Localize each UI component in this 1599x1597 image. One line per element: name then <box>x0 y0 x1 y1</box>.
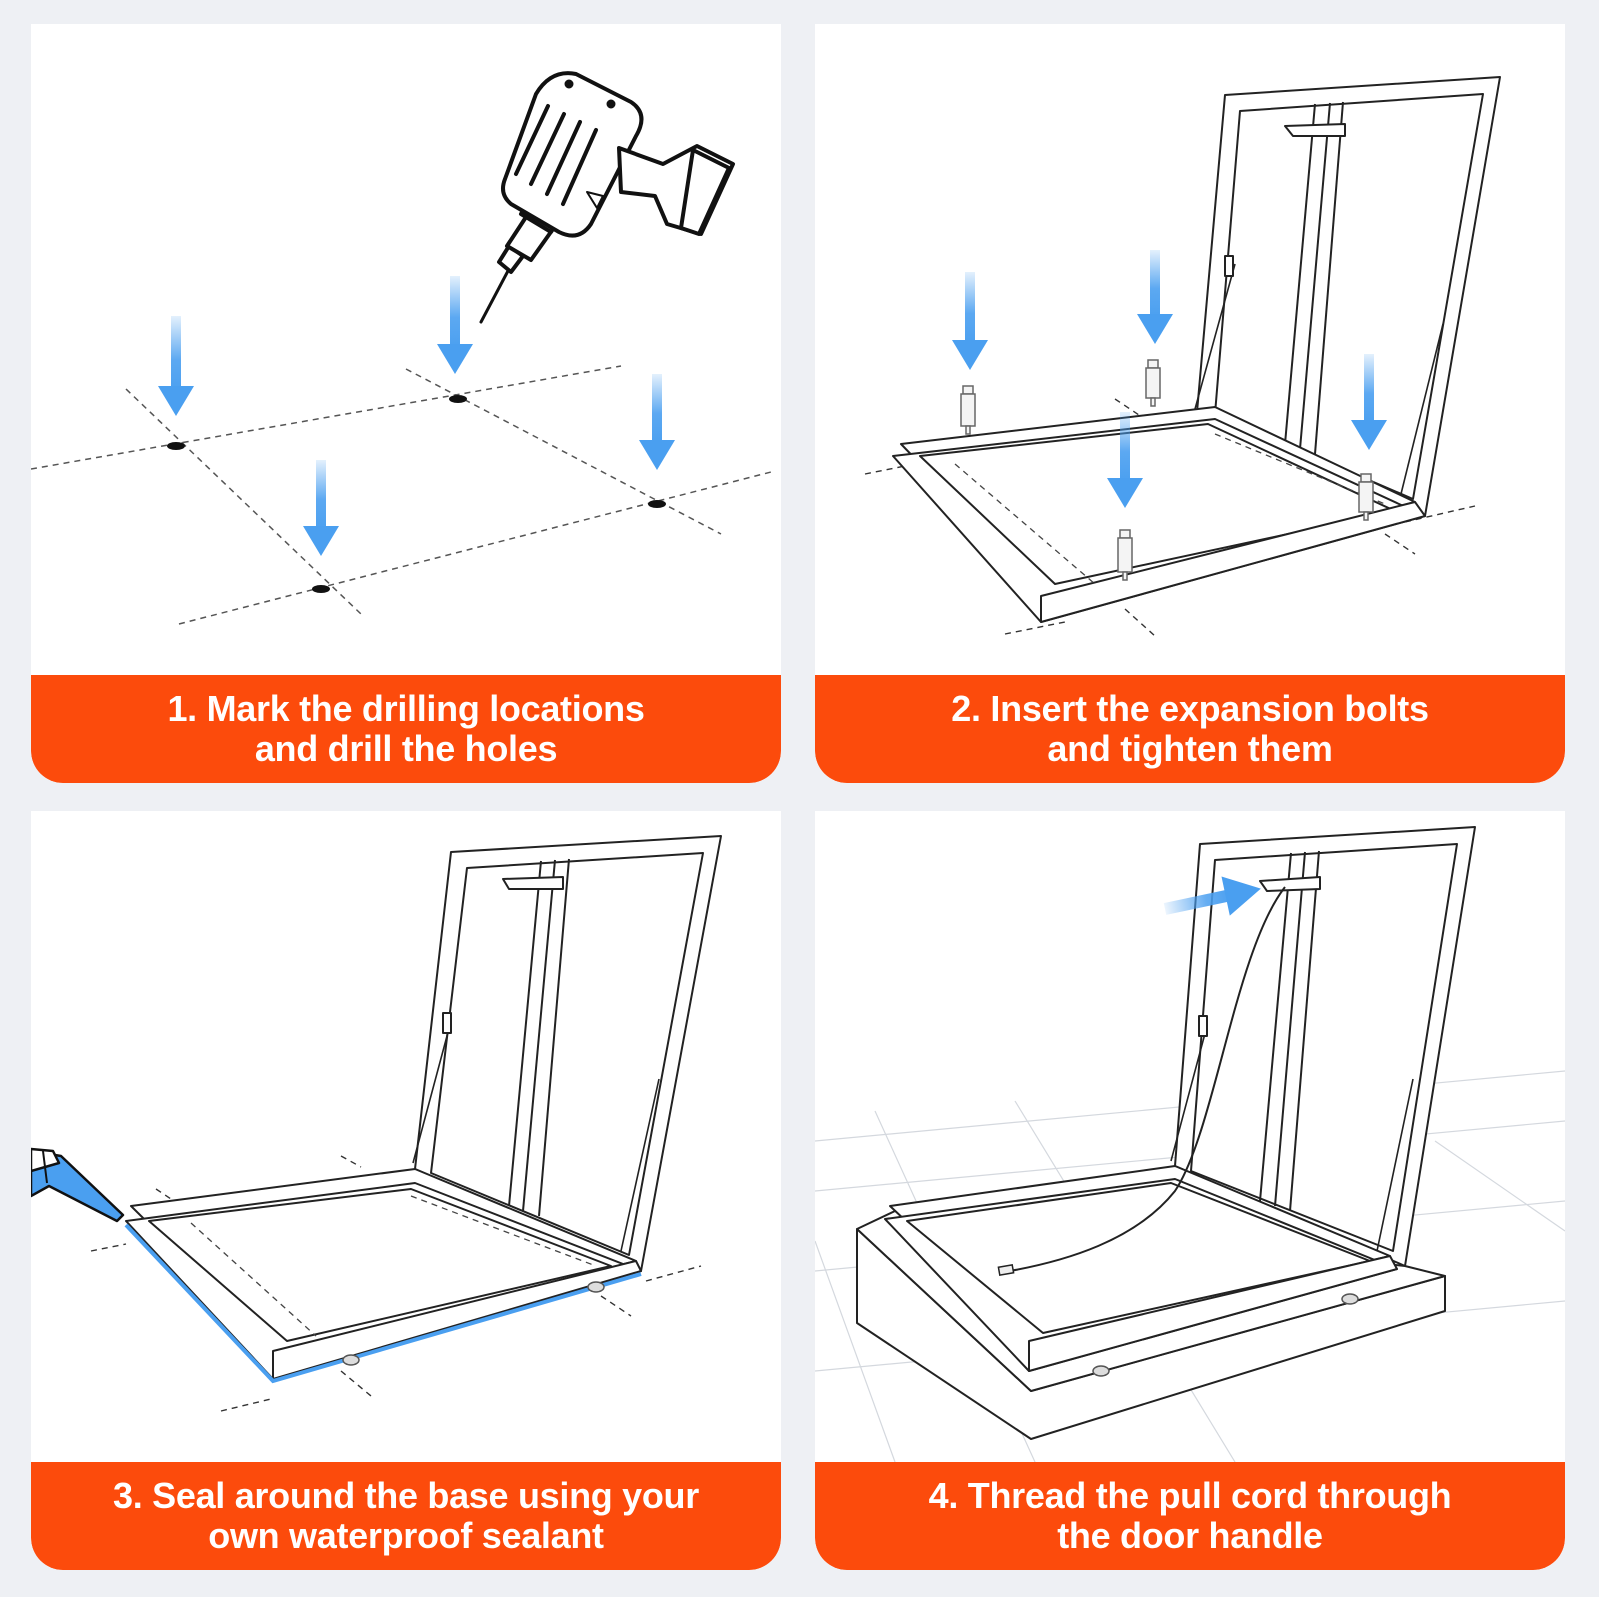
down-arrow-icon <box>1351 354 1387 450</box>
step-2-caption: 2. Insert the expansion bolts and tighte… <box>815 675 1565 783</box>
pull-cord <box>1009 886 1286 1272</box>
step-1-caption-line-1: 1. Mark the drilling locations <box>167 688 645 729</box>
power-drill-icon <box>479 71 735 324</box>
anchor-nut-icon <box>1092 1365 1110 1377</box>
down-arrow-icon <box>158 316 194 416</box>
step-1-caption-line-2: and drill the holes <box>254 728 558 769</box>
step-2-caption-line-1: 2. Insert the expansion bolts <box>951 688 1429 729</box>
anchor-nut-icon <box>1341 1293 1359 1305</box>
step-2-panel: 2. Insert the expansion bolts and tighte… <box>815 24 1565 783</box>
expansion-bolt-icon <box>1145 359 1161 407</box>
step-2-caption-line-2: and tighten them <box>1047 728 1333 769</box>
anchor-nut-icon <box>587 1281 605 1293</box>
sealant-bead <box>124 1223 642 1384</box>
down-arrow-icons <box>952 250 1387 508</box>
step-1-panel: 1. Mark the drilling locations and drill… <box>31 24 781 783</box>
step-4-caption-line-1: 4. Thread the pull cord through <box>928 1475 1452 1516</box>
expansion-bolt-icon <box>1117 529 1133 581</box>
down-arrow-icon <box>1137 250 1173 344</box>
anchor-nut-icons <box>1092 1293 1359 1377</box>
down-arrow-icons <box>158 276 675 556</box>
hatch-frame-illustration <box>856 826 1476 1440</box>
hatch-frame-illustration <box>125 835 722 1380</box>
down-arrow-icon <box>639 374 675 470</box>
anchor-nut-icon <box>342 1354 360 1366</box>
step-2-illustration <box>864 76 1501 637</box>
step-3-caption: 3. Seal around the base using your own w… <box>31 1462 781 1570</box>
expansion-bolt-icons <box>960 359 1374 581</box>
step-3-panel: 3. Seal around the base using your own w… <box>31 811 781 1570</box>
step-4-panel: 4. Thread the pull cord through the door… <box>815 811 1565 1570</box>
step-4-caption-line-2: the door handle <box>1057 1515 1323 1556</box>
expansion-bolt-icon <box>960 385 976 435</box>
right-arrow-icon <box>1163 876 1261 916</box>
step-1-caption: 1. Mark the drilling locations and drill… <box>31 675 781 783</box>
step-3-caption-line-1: 3. Seal around the base using your <box>113 1475 699 1516</box>
down-arrow-icon <box>303 460 339 556</box>
step-4-illustration <box>815 826 1565 1462</box>
step-3-caption-line-2: own waterproof sealant <box>208 1515 604 1556</box>
drill-hole-marks <box>167 395 666 593</box>
anchor-nut-icons <box>342 1281 605 1366</box>
expansion-bolt-icon <box>1358 473 1374 521</box>
down-arrow-icon <box>952 272 988 370</box>
hatch-frame-illustration <box>892 76 1501 623</box>
step-1-illustration <box>31 71 772 625</box>
down-arrow-icon <box>437 276 473 374</box>
cord-end-icon <box>997 1263 1015 1277</box>
step-4-caption: 4. Thread the pull cord through the door… <box>815 1462 1565 1570</box>
caulk-gun-icon <box>31 1147 125 1223</box>
step-3-illustration <box>31 835 722 1412</box>
down-arrow-icon <box>1107 412 1143 508</box>
